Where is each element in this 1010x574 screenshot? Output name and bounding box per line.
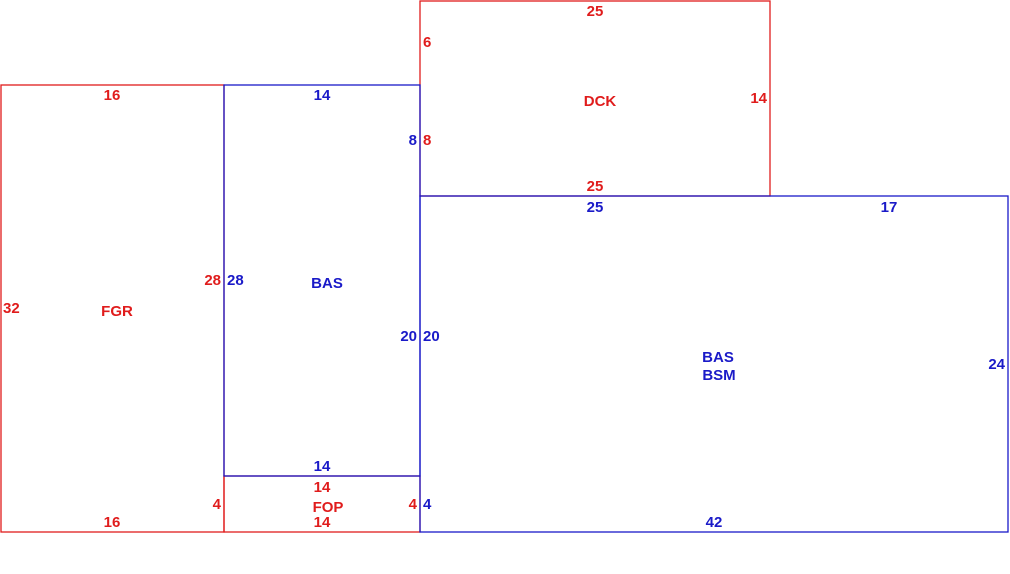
fgr-right-dimension: 28 (204, 272, 221, 289)
bas-left-right-upper-dimension: 8 (409, 132, 417, 149)
bas-main-area-outline (419, 195, 1009, 533)
fop-bottom-dimension: 14 (314, 514, 331, 531)
bas-left-bottom-dimension: 14 (314, 458, 331, 475)
fgr-bottom-dimension: 16 (104, 514, 121, 531)
bas-main-top-left-dimension: 25 (587, 199, 604, 216)
fop-area-label: FOP (313, 499, 344, 516)
dck-left-upper-dimension: 6 (423, 34, 431, 51)
dck-left-lower-dimension: 8 (423, 132, 431, 149)
bas-main-left-upper-dimension: 20 (423, 328, 440, 345)
fop-left-dimension: 4 (213, 496, 222, 513)
bas-left-left-dimension: 28 (227, 272, 244, 289)
fgr-top-dimension: 16 (104, 87, 121, 104)
bas-main-right-dimension: 24 (988, 356, 1005, 373)
bas-main-area-label-line2: BSM (702, 367, 735, 384)
bas-left-right-lower-dimension: 20 (400, 328, 417, 345)
dck-bottom-dimension: 25 (587, 178, 604, 195)
dck-right-dimension: 14 (750, 90, 767, 107)
bas-main-area-label-line1: BAS (702, 349, 734, 366)
fgr-left-dimension: 32 (3, 300, 20, 317)
bas-main-bottom-dimension: 42 (706, 514, 723, 531)
fop-right-dimension: 4 (409, 496, 418, 513)
fgr-area-label: FGR (101, 303, 133, 320)
dck-area-label: DCK (584, 93, 617, 110)
bas-left-area-label: BAS (311, 275, 343, 292)
fop-top-dimension: 14 (314, 479, 331, 496)
bas-main-left-lower-dimension: 4 (423, 496, 432, 513)
dck-top-dimension: 25 (587, 3, 604, 20)
bas-left-top-dimension: 14 (314, 87, 331, 104)
bas-main-top-right-dimension: 17 (881, 199, 898, 216)
